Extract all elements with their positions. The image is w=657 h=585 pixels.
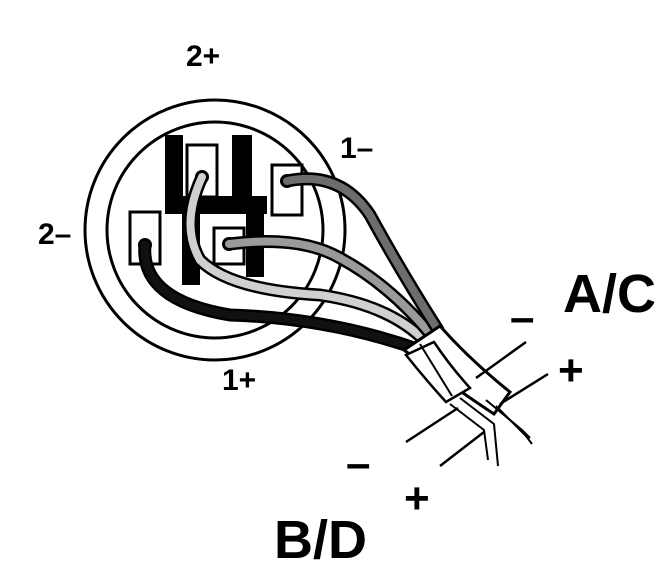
cable-jacket-seam <box>419 343 453 397</box>
wire-mid-gray <box>225 237 436 340</box>
label-ac-plus: + <box>558 346 584 395</box>
label-2-plus: 2+ <box>186 40 220 73</box>
terminal-1-minus <box>270 163 304 217</box>
label-1-minus: 1– <box>340 132 373 165</box>
label-ac: A/C <box>563 264 656 324</box>
label-1-plus: 1+ <box>222 364 256 397</box>
label-ac-minus: – <box>510 293 534 342</box>
leader-lines <box>405 340 549 467</box>
wire-bundle <box>138 170 445 357</box>
output-leads <box>449 397 533 467</box>
wire-dark-gray <box>283 174 442 334</box>
label-2-minus: 2– <box>38 218 71 251</box>
wire-light-gray <box>186 173 430 346</box>
label-bd-minus: – <box>346 439 370 488</box>
label-bd-plus: + <box>404 474 430 523</box>
wire-black <box>140 241 424 354</box>
label-bd: B/D <box>274 510 367 570</box>
